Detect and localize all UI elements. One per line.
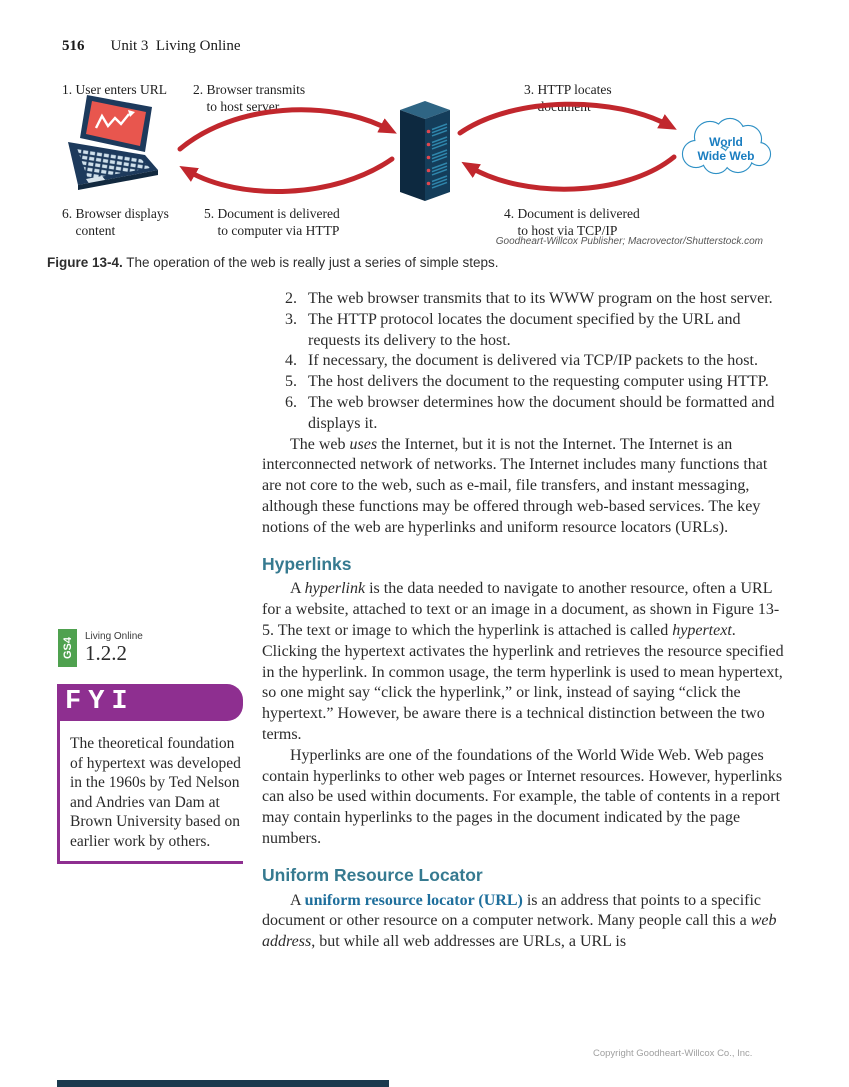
main-text-column: 2. The web browser transmits that to its… — [262, 289, 790, 953]
gs4-standard-badge: GS4 — [58, 629, 77, 667]
list-item-number: 3. — [285, 310, 297, 328]
list-item: 4. If necessary, the document is deliver… — [285, 351, 790, 372]
list-item: 3. The HTTP protocol locates the documen… — [285, 310, 790, 352]
heading-url: Uniform Resource Locator — [262, 864, 483, 885]
unit-title: Unit 3 Living Online — [110, 38, 241, 54]
list-item-text: The host delivers the document to the re… — [308, 373, 769, 391]
arrow-browser-to-server — [177, 107, 397, 152]
list-item: 6. The web browser determines how the do… — [285, 393, 790, 435]
list-item-number: 2. — [285, 290, 297, 307]
list-item-text: The HTTP protocol locates the document s… — [308, 310, 741, 349]
figure-caption-text: The operation of the web is really just … — [122, 255, 499, 270]
paragraph-hyperlink-foundations: Hyperlinks are one of the foundations of… — [262, 746, 783, 847]
diagram-label-step4: 4. Document is delivered to host via TCP… — [504, 206, 640, 239]
fyi-title: FYI — [65, 687, 135, 717]
paragraph-hyperlink-def: A hyperlink is the data needed to naviga… — [262, 580, 784, 743]
list-item: 5. The host delivers the document to the… — [285, 372, 790, 393]
list-item-number: 6. — [285, 393, 297, 411]
arrow-server-to-browser — [179, 156, 395, 194]
copyright-notice: Copyright Goodheart-Willcox Co., Inc. — [593, 1048, 753, 1059]
server-icon — [400, 101, 450, 201]
list-item-number: 5. — [285, 373, 297, 391]
list-item: 2. The web browser transmits that to its… — [285, 289, 790, 310]
arrow-cloud-to-server — [461, 154, 677, 192]
list-item-text: The web browser transmits that to its WW… — [308, 290, 773, 307]
figure-credit: Goodheart-Willcox Publisher; Macrovector… — [495, 236, 763, 247]
laptop-icon — [68, 95, 158, 190]
www-cloud-icon: World Wide Web — [681, 117, 772, 175]
flow-arrows — [177, 101, 677, 194]
diagram-label-step1: 1. User enters URL — [62, 82, 167, 97]
gs4-badge-code: GS4 — [61, 636, 74, 660]
diagram-label-step5: 5. Document is delivered to computer via… — [204, 206, 340, 239]
heading-hyperlinks: Hyperlinks — [262, 553, 352, 574]
diagram-label-step6: 6. Browser displays content — [62, 206, 169, 239]
list-item-text: If necessary, the document is delivered … — [308, 352, 758, 370]
list-item-text: The web browser determines how the docum… — [308, 393, 775, 432]
page-header: 516 Unit 3 Living Online — [62, 38, 241, 55]
standard-number: 1.2.2 — [85, 641, 127, 665]
standard-label: Living Online — [85, 631, 143, 642]
steps-list: 2. The web browser transmits that to its… — [262, 289, 790, 435]
page-bottom-bar — [57, 1080, 389, 1087]
list-item-number: 4. — [285, 352, 297, 370]
paragraph-url-def: A uniform resource locator (URL) is an a… — [262, 891, 777, 951]
cloud-text-line2: Wide Web — [697, 149, 754, 163]
fyi-header-bar: FYI — [57, 684, 243, 721]
fyi-body-text: The theoretical foundation of hypertext … — [57, 721, 243, 864]
figure-caption-label: Figure 13-4. — [47, 255, 123, 270]
arrow-server-to-cloud — [457, 101, 677, 136]
page-number: 516 — [62, 38, 85, 54]
paragraph-web-uses: The web uses the Internet, but it is not… — [262, 435, 768, 536]
figure-caption: Figure 13-4. The operation of the web is… — [47, 255, 787, 270]
cloud-text-line1: World — [709, 135, 743, 149]
